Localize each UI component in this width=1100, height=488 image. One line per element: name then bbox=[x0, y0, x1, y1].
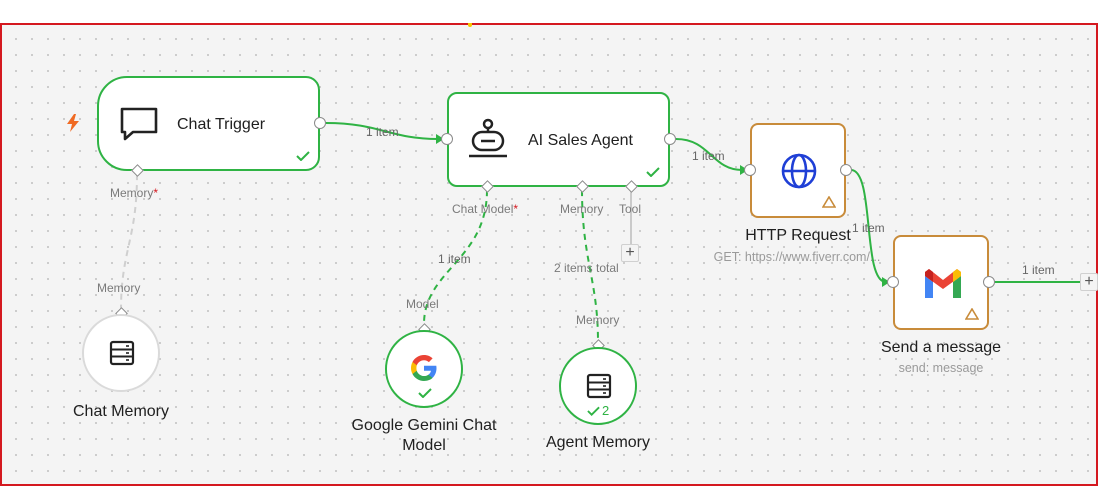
input-port[interactable] bbox=[744, 164, 756, 176]
chat-trigger-node[interactable]: Chat Trigger bbox=[97, 76, 320, 171]
memory-handle-label: Memory bbox=[576, 313, 620, 327]
canvas-marker bbox=[468, 23, 472, 27]
gmail-icon bbox=[925, 269, 961, 298]
input-port[interactable] bbox=[887, 276, 899, 288]
globe-icon bbox=[781, 153, 817, 189]
database-icon bbox=[586, 373, 612, 399]
tool-handle-label: Tool bbox=[619, 202, 642, 216]
output-port[interactable] bbox=[664, 133, 676, 145]
gemini-model-node[interactable] bbox=[385, 330, 463, 408]
ai-agent-node[interactable]: AI Sales Agent bbox=[447, 92, 670, 187]
trigger-bolt-icon bbox=[67, 114, 79, 132]
arrowhead bbox=[882, 277, 890, 287]
node-title: Send a message bbox=[880, 339, 1002, 356]
model-handle-label: Model bbox=[406, 297, 439, 311]
robot-icon bbox=[469, 118, 507, 158]
database-icon bbox=[109, 340, 135, 366]
edge-label: 1 item bbox=[692, 149, 725, 163]
output-port[interactable] bbox=[314, 117, 326, 129]
success-check-icon bbox=[418, 388, 432, 398]
edge-memory-agent[interactable] bbox=[581, 189, 599, 343]
run-count: 2 bbox=[602, 403, 610, 419]
add-tool-button[interactable]: + bbox=[621, 244, 639, 262]
http-request-node[interactable] bbox=[750, 123, 846, 218]
node-title: HTTP Request bbox=[745, 227, 851, 244]
success-check-icon bbox=[587, 406, 600, 416]
node-title: Google Gemini Chat Model bbox=[351, 417, 497, 454]
input-port[interactable] bbox=[441, 133, 453, 145]
edge-agent-http[interactable] bbox=[675, 138, 743, 171]
chat-model-handle-label: Chat Model* bbox=[452, 202, 519, 216]
memory-handle-label: Memory bbox=[97, 281, 141, 295]
success-check-icon bbox=[296, 151, 310, 161]
chat-memory-node[interactable] bbox=[82, 314, 160, 392]
memory-handle-label: Memory bbox=[560, 202, 604, 216]
node-subtitle: GET: https://www.fiverr.com/... bbox=[713, 250, 881, 264]
chat-bubble-icon bbox=[120, 107, 158, 141]
arrowhead bbox=[436, 134, 444, 144]
success-check-icon bbox=[646, 167, 660, 177]
node-title: Agent Memory bbox=[545, 434, 651, 451]
edge-http-gmail[interactable] bbox=[850, 169, 887, 283]
memory-handle-label: Memory* bbox=[110, 186, 159, 200]
google-icon bbox=[411, 355, 437, 381]
run-count-badge: 2 bbox=[587, 402, 609, 418]
edge-label: 1 item bbox=[366, 125, 399, 139]
node-title: AI Sales Agent bbox=[528, 132, 633, 149]
edge-gemini-agent[interactable] bbox=[423, 189, 488, 325]
edge-label: 1 item bbox=[438, 252, 471, 266]
output-port[interactable] bbox=[983, 276, 995, 288]
edge-chatmemory-trigger[interactable] bbox=[120, 173, 138, 311]
memory-items-count: 2 items total bbox=[554, 261, 619, 275]
edge-label: 1 item bbox=[1022, 263, 1055, 277]
node-subtitle: send: message bbox=[898, 361, 984, 375]
node-title: Chat Memory bbox=[72, 403, 170, 420]
add-node-button[interactable]: + bbox=[1080, 273, 1098, 291]
edge-trigger-agent[interactable] bbox=[325, 122, 439, 140]
warning-icon bbox=[965, 308, 979, 320]
node-title: Chat Trigger bbox=[177, 116, 266, 133]
warning-icon bbox=[822, 196, 836, 208]
edge-label: 1 item bbox=[852, 221, 885, 235]
agent-memory-node[interactable]: 2 bbox=[559, 347, 637, 425]
send-message-node[interactable] bbox=[893, 235, 989, 330]
output-port[interactable] bbox=[840, 164, 852, 176]
